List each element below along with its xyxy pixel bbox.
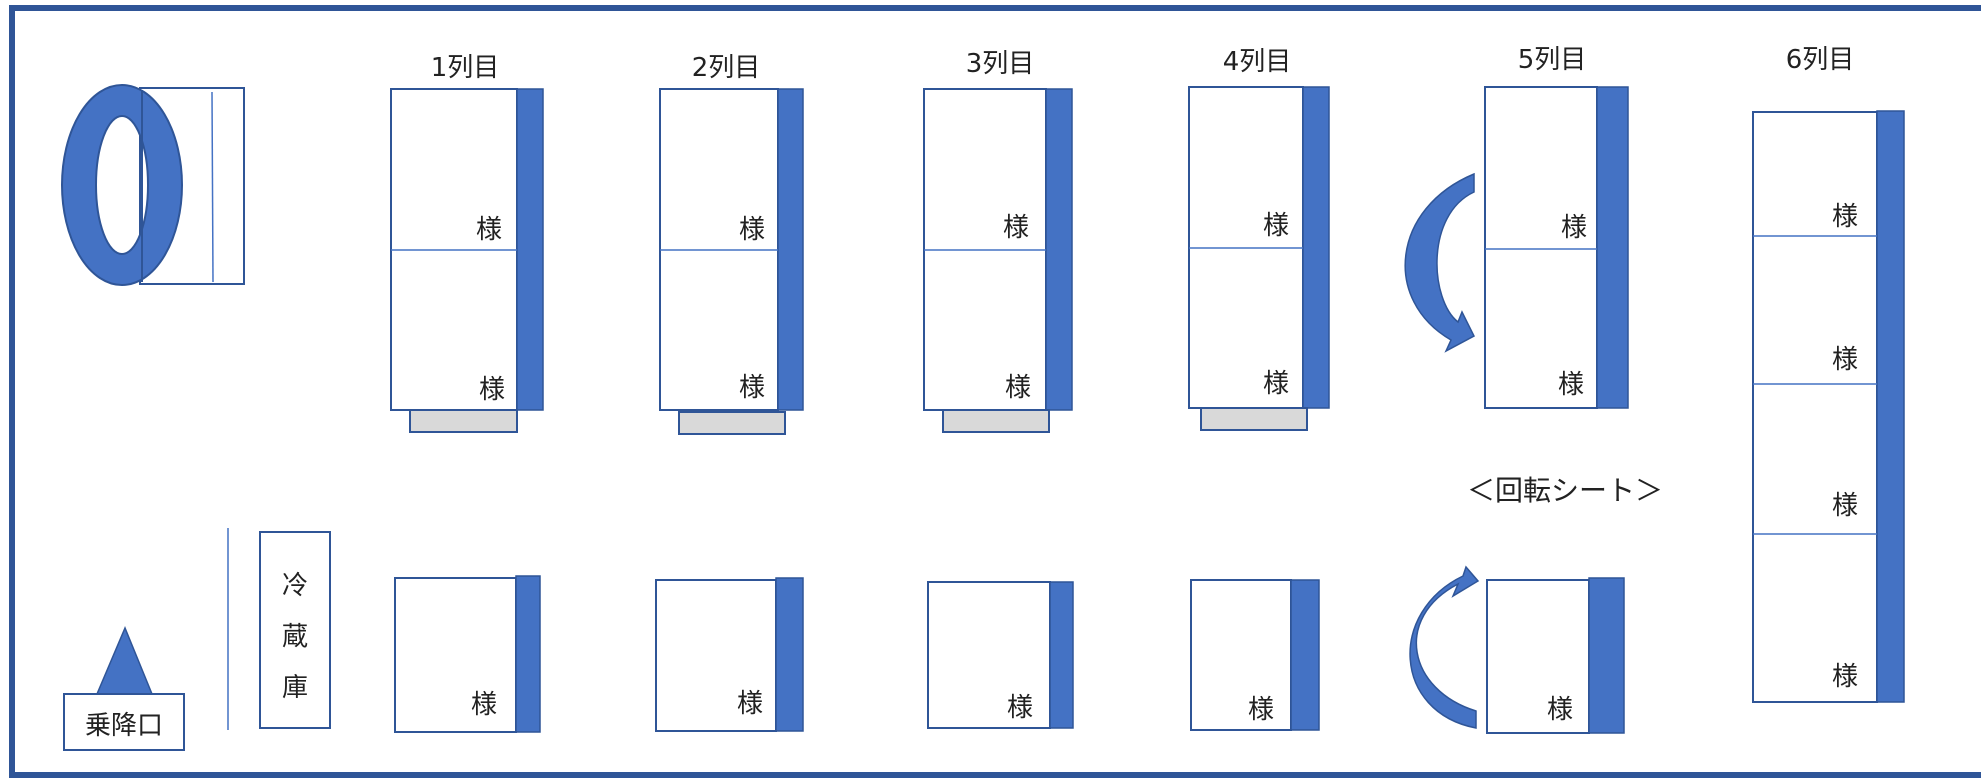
seat-cushion xyxy=(927,581,1051,729)
outer-frame xyxy=(9,5,1981,778)
seat-footrest xyxy=(942,409,1050,433)
refrigerator: 冷 蔵 庫 xyxy=(259,531,331,729)
seat-backrest xyxy=(777,88,804,411)
seat-label: 様 xyxy=(1558,370,1584,400)
seat-footrest xyxy=(678,411,786,435)
seat-label: 様 xyxy=(1005,373,1031,403)
seat-backrest xyxy=(1045,88,1073,411)
seat-label: 様 xyxy=(739,373,765,403)
fridge-box xyxy=(259,531,331,729)
seat-label: 様 xyxy=(1248,695,1274,725)
seat-footrest xyxy=(409,409,518,433)
entrance-label: 乗降口 xyxy=(85,711,163,741)
entrance-label-box xyxy=(63,693,185,751)
rotating-seat-label: ＜回転シート＞ xyxy=(1467,474,1663,507)
fridge-char: 冷 xyxy=(282,571,308,601)
rotation-arrow-icon xyxy=(1404,172,1475,353)
seat-label: 様 xyxy=(1832,491,1858,521)
seat-backrest xyxy=(515,575,541,733)
seat-label: 様 xyxy=(479,375,505,405)
seat-backrest xyxy=(1290,579,1320,731)
seat-label: 様 xyxy=(737,689,763,719)
seat-backrest xyxy=(516,88,544,411)
seat-cushion xyxy=(394,577,517,733)
seat-label: 様 xyxy=(1832,202,1858,232)
triangle-marker-icon xyxy=(95,626,154,695)
seat-label: 様 xyxy=(1263,369,1289,399)
seat-label: 様 xyxy=(1832,662,1858,692)
dashboard-divider xyxy=(211,91,214,283)
row-label: 3列目 xyxy=(966,49,1035,79)
seat-cushion xyxy=(1190,579,1292,731)
steering-wheel-icon xyxy=(60,84,184,286)
fridge-char: 庫 xyxy=(282,673,308,703)
seat-backrest xyxy=(775,577,804,732)
seats-layer: 様様様様様様様様様様様様様様様様様様様 xyxy=(390,86,1905,734)
seat-label: 様 xyxy=(739,215,765,245)
seat-label: 様 xyxy=(1003,213,1029,243)
seat-cushion xyxy=(1486,579,1590,734)
rotation-arrow-icon xyxy=(1409,565,1480,729)
seat-footrest xyxy=(1200,407,1308,431)
seat-label: 様 xyxy=(471,690,497,720)
seat-label: 様 xyxy=(1547,695,1573,725)
seat-backrest xyxy=(1876,110,1905,703)
row-label: 4列目 xyxy=(1223,47,1292,77)
seat-label: 様 xyxy=(1561,213,1587,243)
seat-label: 様 xyxy=(1007,693,1033,723)
row-label: 2列目 xyxy=(692,53,761,83)
seat-backrest xyxy=(1302,86,1330,409)
entrance: 乗降口 xyxy=(63,626,185,751)
seat-label: 様 xyxy=(476,215,502,245)
seat-backrest xyxy=(1588,577,1625,734)
seat-backrest xyxy=(1596,86,1629,409)
fridge-char: 蔵 xyxy=(282,622,308,652)
row-label: 6列目 xyxy=(1786,45,1855,75)
seat-label: 様 xyxy=(1263,211,1289,241)
seat-backrest xyxy=(1049,581,1074,729)
seat-cushion xyxy=(1752,111,1878,703)
driver-area xyxy=(60,84,245,286)
row-label: 5列目 xyxy=(1518,45,1587,75)
seat-label: 様 xyxy=(1832,345,1858,375)
seat-cushion xyxy=(1484,86,1598,409)
row-label: 1列目 xyxy=(431,53,500,83)
